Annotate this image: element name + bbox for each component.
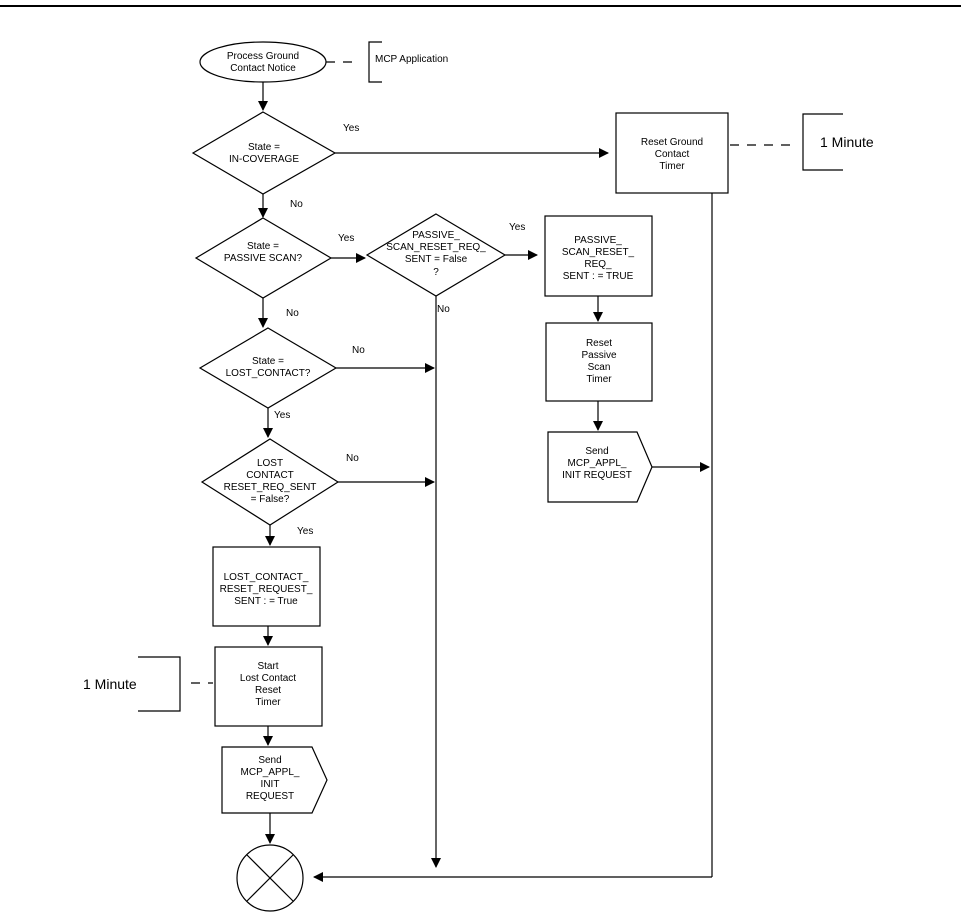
process-passive-scan-set-true: PASSIVE_ SCAN_RESET_ REQ_ SENT : = TRUE bbox=[544, 215, 653, 297]
label-d2-no: No bbox=[286, 308, 299, 319]
start-line-1: Process Ground bbox=[227, 51, 299, 62]
annotation-mcp-application: MCP Application bbox=[375, 54, 448, 65]
reset-ground-line-3: Timer bbox=[659, 161, 685, 172]
d4-line-1: State = bbox=[252, 356, 284, 367]
d5-line-2: CONTACT bbox=[246, 470, 294, 481]
reset-passive-line-2: Passive bbox=[581, 350, 616, 361]
process-lost-contact-set-true: LOST_CONTACT_ RESET_REQUEST_ SENT : = Tr… bbox=[212, 546, 321, 627]
d5-line-1: LOST bbox=[257, 458, 283, 469]
annotation-bracket-app bbox=[368, 41, 382, 83]
send-right-line-3: INIT REQUEST bbox=[562, 470, 632, 481]
send-left-line-3: INIT bbox=[261, 779, 280, 790]
start-line-2: Contact Notice bbox=[230, 63, 296, 74]
label-d5-no: No bbox=[346, 453, 359, 464]
send-left-line-1: Send bbox=[258, 755, 281, 766]
d5-line-4: = False? bbox=[251, 494, 290, 505]
start-lost-line-2: Lost Contact bbox=[240, 673, 296, 684]
process-reset-passive-scan-timer: Reset Passive Scan Timer bbox=[545, 322, 653, 402]
passive-set-line-1: PASSIVE_ bbox=[574, 235, 622, 246]
lost-set-line-1: LOST_CONTACT_ bbox=[224, 572, 309, 583]
d3-line-4: ? bbox=[433, 267, 439, 278]
label-d1-yes: Yes bbox=[343, 123, 359, 134]
label-d4-no: No bbox=[352, 345, 365, 356]
send-mcp-appl-init-request-left: Send MCP_APPL_ INIT REQUEST bbox=[221, 746, 328, 814]
d3-line-2: SCAN_RESET_REQ_ bbox=[386, 242, 486, 253]
annotation-1-minute-top: 1 Minute bbox=[820, 134, 874, 150]
annotation-bracket-left bbox=[138, 656, 181, 712]
label-d1-no: No bbox=[290, 199, 303, 210]
decision-lost-contact: State = LOST_CONTACT? bbox=[198, 327, 338, 409]
annotation-bracket-top bbox=[802, 113, 843, 171]
label-d3-no: No bbox=[437, 304, 450, 315]
start-lost-line-1: Start bbox=[257, 661, 278, 672]
end-connector-icon bbox=[236, 844, 304, 912]
reset-ground-line-2: Contact bbox=[655, 149, 690, 160]
d5-line-3: RESET_REQ_SENT bbox=[224, 482, 317, 493]
reset-passive-line-3: Scan bbox=[588, 362, 611, 373]
decision-in-coverage: State = IN-COVERAGE bbox=[191, 111, 337, 195]
label-d3-yes: Yes bbox=[509, 222, 525, 233]
decision-lost-contact-reset-req-sent: LOST CONTACT RESET_REQ_SENT = False? bbox=[200, 438, 340, 526]
d3-line-3: SENT = False bbox=[405, 254, 468, 265]
lost-set-line-2: RESET_REQUEST_ bbox=[220, 584, 313, 595]
passive-set-line-4: SENT : = TRUE bbox=[563, 271, 634, 282]
decision-passive-scan: State = PASSIVE SCAN? bbox=[194, 217, 333, 299]
label-d5-yes: Yes bbox=[297, 526, 313, 537]
process-reset-ground-contact-timer: Reset Ground Contact Timer bbox=[615, 112, 729, 194]
d3-line-1: PASSIVE_ bbox=[412, 230, 460, 241]
start-lost-line-3: Reset bbox=[255, 685, 281, 696]
start-terminator: Process Ground Contact Notice bbox=[199, 41, 327, 83]
send-left-line-2: MCP_APPL_ bbox=[241, 767, 300, 778]
label-d2-yes: Yes bbox=[338, 233, 354, 244]
d2-line-1: State = bbox=[247, 241, 279, 252]
passive-set-line-2: SCAN_RESET_ bbox=[562, 247, 635, 258]
d2-line-2: PASSIVE SCAN? bbox=[224, 253, 303, 264]
send-left-line-4: REQUEST bbox=[246, 791, 294, 802]
start-lost-line-4: Timer bbox=[255, 697, 281, 708]
d1-line-1: State = bbox=[248, 142, 280, 153]
send-right-line-1: Send bbox=[585, 446, 608, 457]
label-d4-yes: Yes bbox=[274, 410, 290, 421]
d1-line-2: IN-COVERAGE bbox=[229, 154, 299, 165]
send-right-line-2: MCP_APPL_ bbox=[568, 458, 627, 469]
reset-ground-line-1: Reset Ground bbox=[641, 137, 703, 148]
d4-line-2: LOST_CONTACT? bbox=[226, 368, 311, 379]
lost-set-line-3: SENT : = True bbox=[234, 596, 298, 607]
reset-passive-line-1: Reset bbox=[586, 338, 612, 349]
process-start-lost-contact-reset-timer: Start Lost Contact Reset Timer bbox=[214, 646, 323, 727]
reset-passive-line-4: Timer bbox=[586, 374, 612, 385]
decision-passive-scan-reset-req-sent: PASSIVE_ SCAN_RESET_REQ_ SENT = False ? bbox=[365, 213, 507, 297]
send-mcp-appl-init-request-right: Send MCP_APPL_ INIT REQUEST bbox=[547, 431, 653, 503]
passive-set-line-3: REQ_ bbox=[584, 259, 612, 270]
annotation-1-minute-left: 1 Minute bbox=[83, 676, 137, 692]
